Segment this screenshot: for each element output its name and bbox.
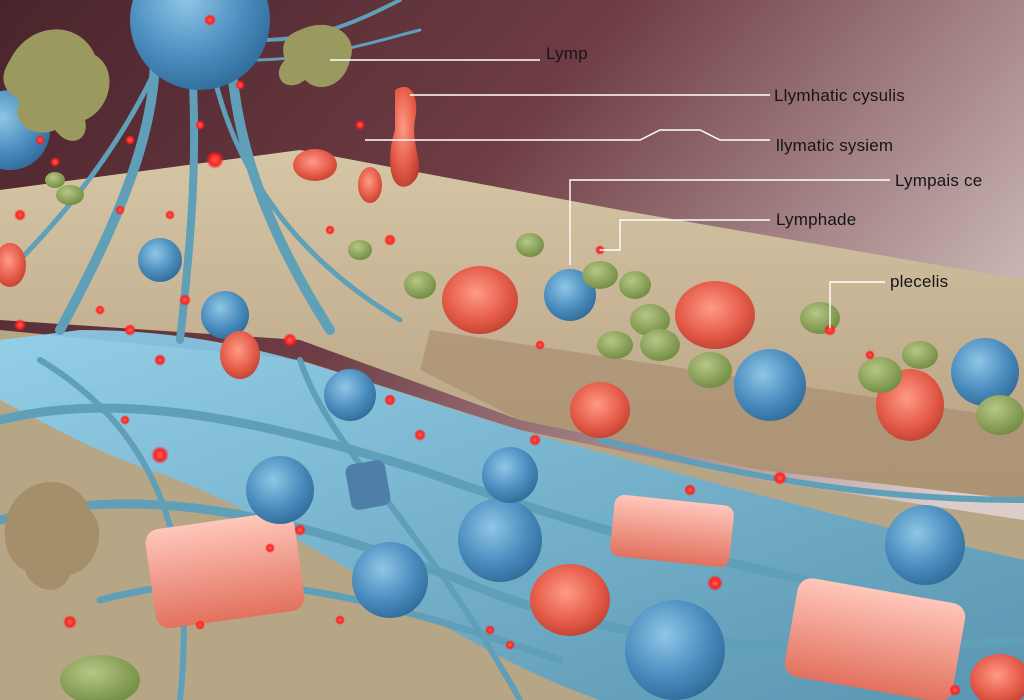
tissue-blocks [145, 460, 966, 700]
label-lymphade: Lymphade [776, 210, 857, 229]
red-blood-cells [0, 86, 1024, 700]
label-lymp: Lymp [546, 44, 588, 63]
tissue-ledge-edge [420, 330, 1024, 500]
green-cells [45, 172, 1024, 700]
label-lymhatic-cysulis: Llymhatic cysulis [774, 86, 905, 105]
label-lympais-ce: Lympais ce [895, 171, 983, 190]
label-plecelis: plecelis [890, 272, 949, 291]
red-particles [14, 14, 961, 696]
leader-lines [330, 59, 890, 328]
macrophages [3, 24, 352, 590]
label-lymatic-sysiem: llymatic sysiem [776, 136, 894, 155]
